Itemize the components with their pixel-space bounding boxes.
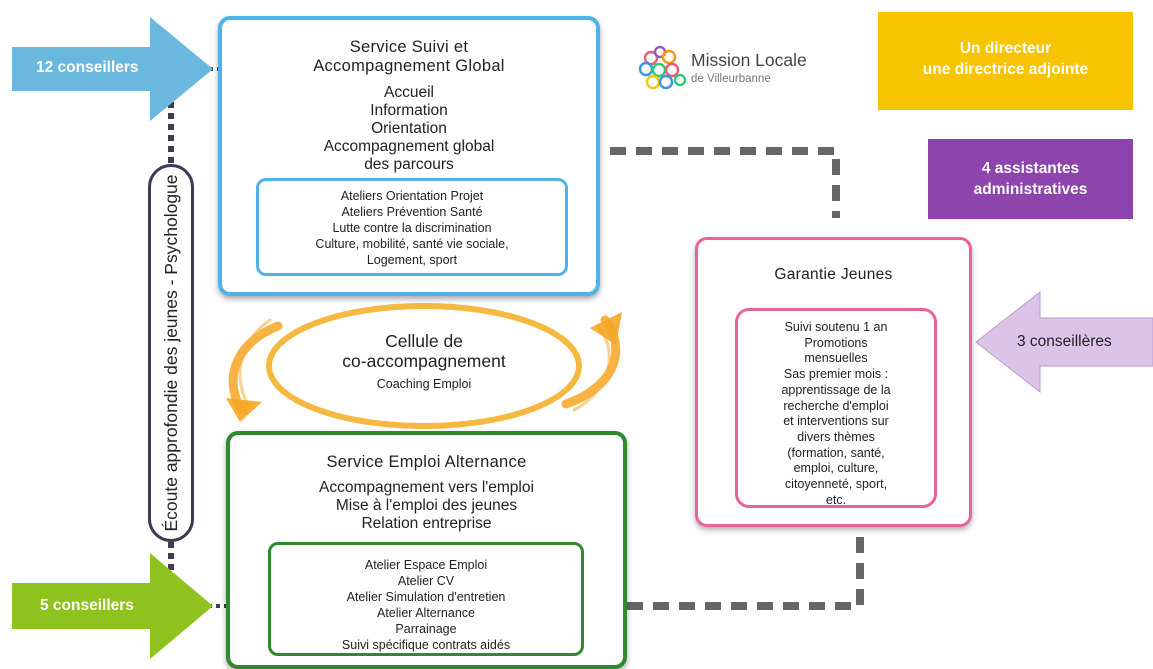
cellule-title-line2: co-accompagnement (342, 351, 506, 371)
list-item: Orientation (371, 120, 447, 137)
service-suivi-items: Accueil Information Orientation Accompag… (222, 84, 596, 174)
arrow-3-conseilleres (975, 290, 1153, 394)
list-item: (formation, santé, (787, 445, 885, 460)
list-item: Promotions (804, 335, 868, 350)
connector-emploi-to-garantie (627, 530, 864, 610)
list-item: Accueil (384, 84, 434, 101)
service-emploi-ateliers-box: Atelier Espace Emploi Atelier CV Atelier… (268, 542, 584, 656)
service-suivi-title-line1: Service Suivi et (349, 38, 469, 56)
directeur-line2: une directrice adjointe (922, 61, 1089, 78)
garantie-jeunes-title: Garantie Jeunes (774, 266, 893, 283)
list-item: etc. (825, 492, 847, 507)
list-item: Lutte contre la discrimination (332, 221, 492, 235)
arrow-12-conseillers (12, 17, 213, 121)
connector-suivi-to-garantie (610, 147, 840, 218)
list-item: mensuelles (804, 351, 868, 366)
list-item: Suivi soutenu 1 an (784, 320, 888, 334)
service-suivi-ateliers-box: Ateliers Orientation Projet Ateliers Pré… (256, 178, 568, 276)
service-suivi-title-line2: Accompagnement Global (313, 57, 505, 75)
list-item: Atelier Espace Emploi (364, 558, 488, 572)
list-item: Logement, sport (366, 253, 458, 267)
cellule-subtitle: Coaching Emploi (376, 377, 472, 391)
assistantes-line1: 4 assistantes (981, 160, 1080, 177)
arrow-label-12-conseillers: 12 conseillers (36, 59, 139, 76)
logo-subtitle: de Villeurbanne (691, 73, 771, 85)
list-item: des parcours (364, 156, 454, 173)
list-item: Mise à l'emploi des jeunes (335, 497, 518, 514)
cellule-title: Cellule de co-accompagnement (300, 331, 548, 371)
list-item: citoyenneté, sport, (784, 477, 888, 492)
service-emploi-items: Accompagnement vers l'emploi Mise à l'em… (230, 479, 623, 533)
list-item: Relation entreprise (361, 515, 492, 532)
cellule-ellipse (266, 303, 582, 429)
list-item: Atelier CV (397, 574, 455, 588)
service-suivi-title: Service Suivi et Accompagnement Global (222, 38, 596, 76)
list-item: Accompagnement global (323, 138, 495, 155)
arrow-label-5-conseillers: 5 conseillers (40, 597, 134, 614)
garantie-jeunes-details-box: Suivi soutenu 1 an Promotions mensuelles… (735, 308, 937, 508)
directeur-line1: Un directeur (959, 40, 1052, 57)
list-item: et interventions sur (783, 414, 889, 429)
list-item: Atelier Alternance (377, 606, 475, 620)
list-item: emploi, culture, (793, 461, 879, 476)
list-item: Ateliers Orientation Projet (340, 189, 484, 203)
list-item: Suivi spécifique contrats aidés (341, 638, 511, 652)
cycle-arrowhead-left (226, 398, 262, 422)
list-item: Information (370, 102, 448, 119)
arrow-5-conseillers (12, 553, 213, 659)
service-emploi-title: Service Emploi Alternance (326, 453, 527, 471)
psychologue-label: Écoute approfondie des jeunes - Psycholo… (161, 174, 181, 532)
list-item: Ateliers Prévention Santé (341, 205, 483, 219)
arrow-label-3-conseilleres: 3 conseillères (1017, 333, 1112, 350)
logo-mark (638, 45, 687, 90)
cellule-title-line1: Cellule de (385, 331, 463, 351)
directeur-box: Un directeur une directrice adjointe (878, 12, 1133, 110)
list-item: recherche d'emploi (783, 398, 889, 413)
logo-name: Mission Locale (691, 50, 807, 70)
list-item: Atelier Simulation d'entretien (346, 590, 506, 604)
list-item: Accompagnement vers l'emploi (319, 479, 534, 496)
list-item: Sas premier mois : (783, 367, 889, 382)
cycle-arrowhead-right (590, 312, 622, 345)
list-item: apprentissage de la (781, 382, 891, 397)
list-item: divers thèmes (797, 429, 875, 444)
assistantes-box: 4 assistantes administratives (928, 139, 1133, 219)
list-item: Parrainage (395, 622, 457, 636)
psychologue-capsule (148, 164, 194, 542)
list-item: Culture, mobilité, santé vie sociale, (315, 237, 509, 251)
assistantes-line2: administratives (973, 181, 1088, 198)
